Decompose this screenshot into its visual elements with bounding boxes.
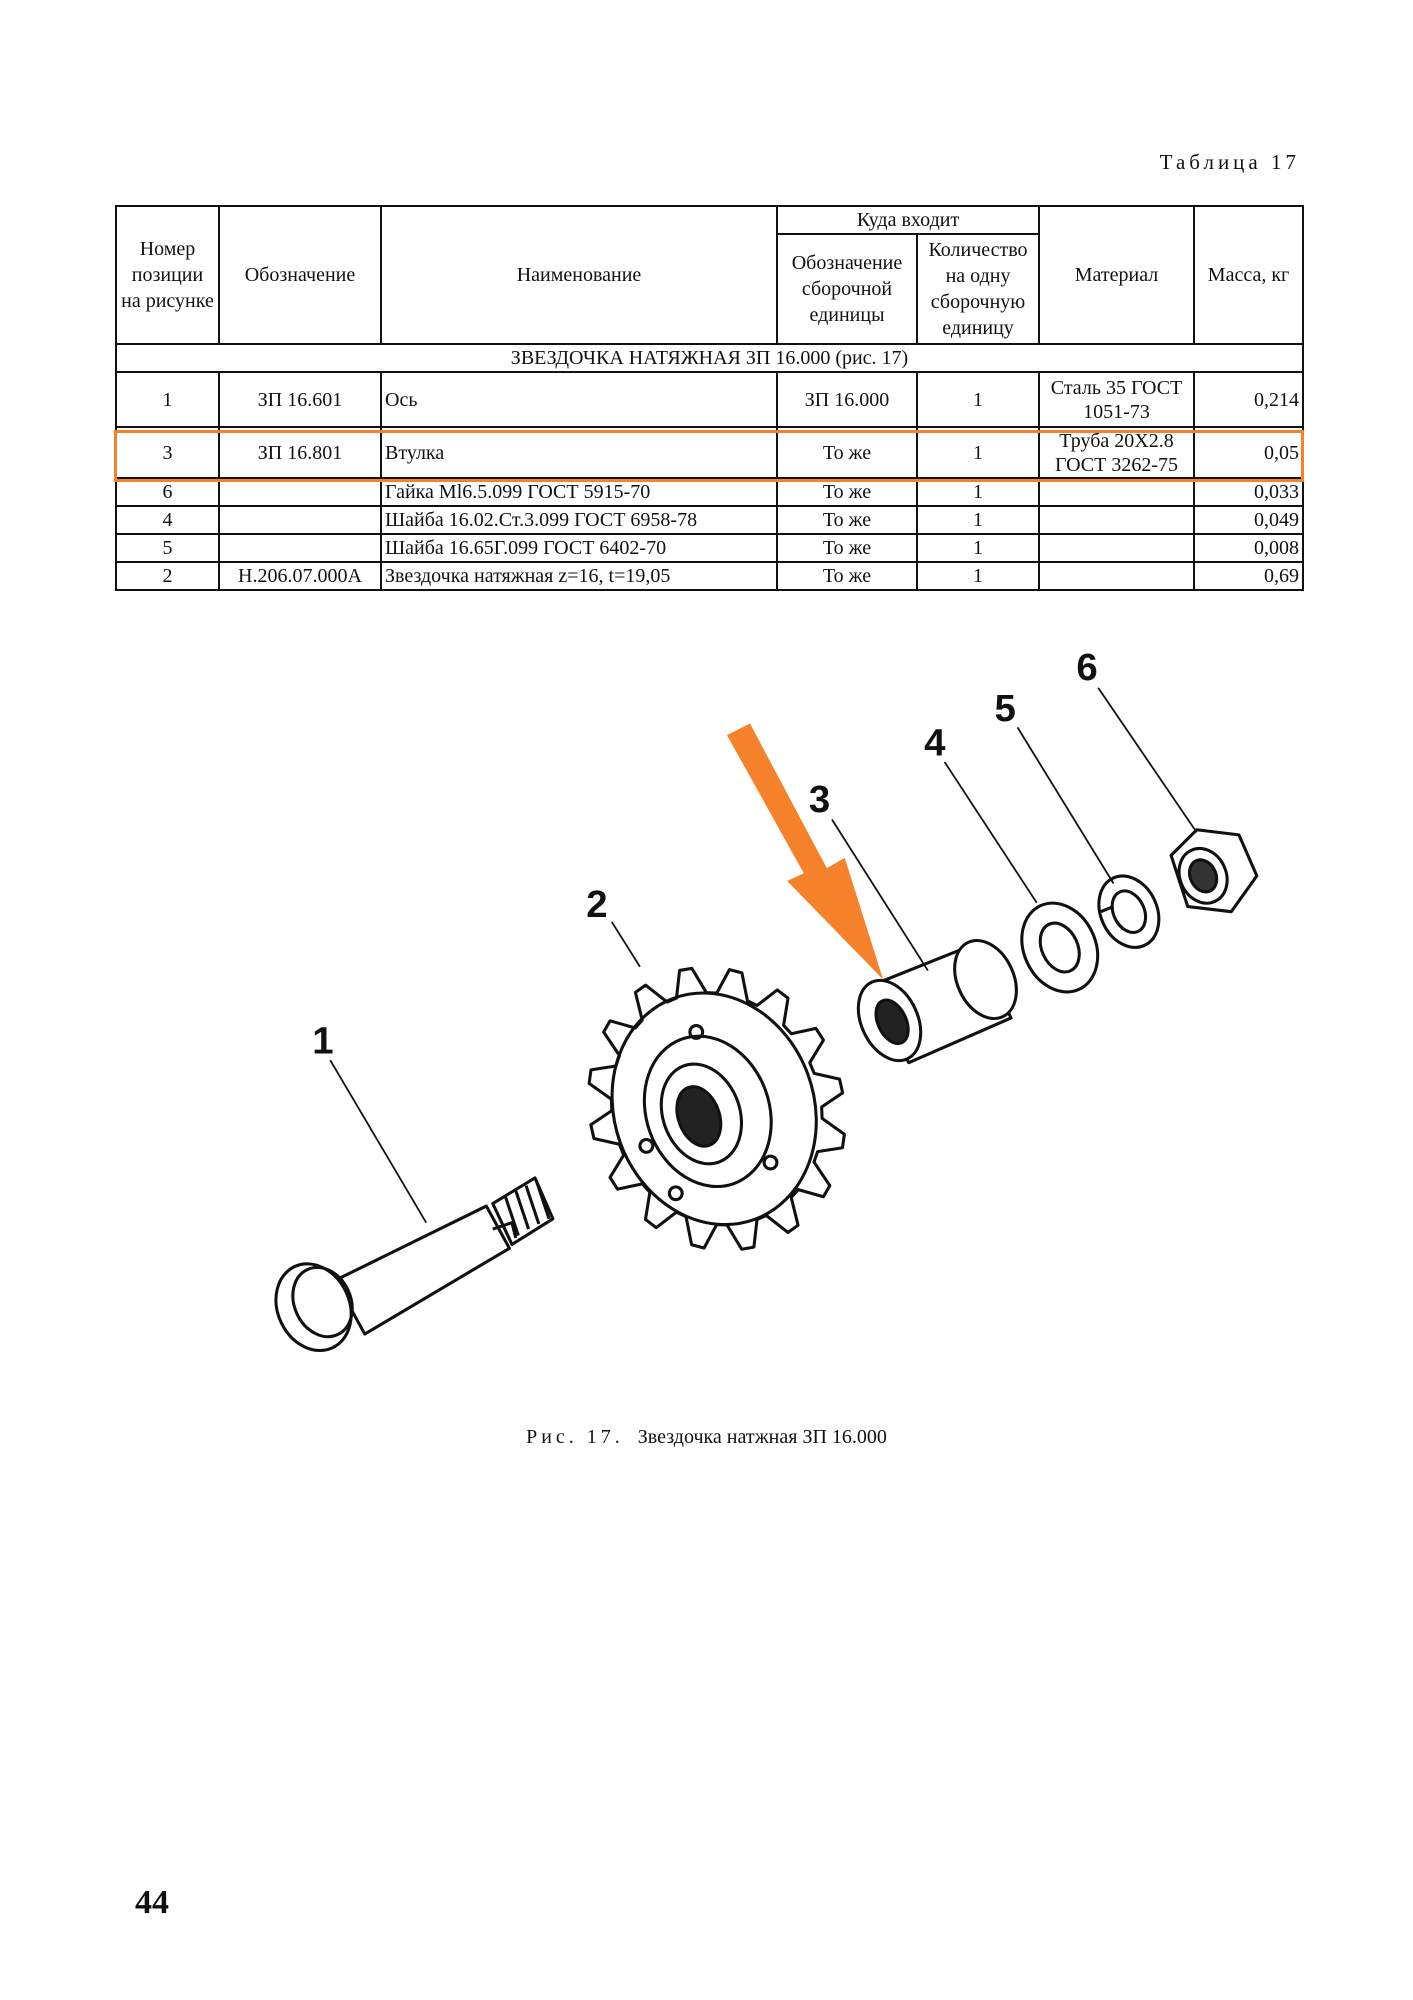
flat-washer-part <box>1020 901 1100 994</box>
cell-designation: ЗП 16.801 <box>218 426 382 479</box>
callout-6: 6 <box>1076 646 1097 689</box>
callout-1: 1 <box>312 1020 333 1063</box>
header-mass: Масса, кг <box>1193 205 1305 345</box>
sprocket-part <box>587 966 846 1251</box>
cell-name: Ось <box>380 371 778 428</box>
callout-2: 2 <box>586 883 607 926</box>
cell-name: Шайба 16.02.Ст.3.099 ГОСТ 6958-78 <box>380 505 778 535</box>
cell-position: 2 <box>115 561 220 591</box>
figure-caption-text: Звездочка натжная ЗП 16.000 <box>637 1426 887 1448</box>
cell-material <box>1038 533 1196 563</box>
header-position: Номер позиции на рисунке <box>115 205 220 345</box>
cell-designation: ЗП 16.601 <box>218 371 382 428</box>
cell-position: 1 <box>115 371 220 428</box>
cell-qty: 1 <box>915 477 1041 507</box>
cell-material: Сталь 35 ГОСТ 1051-73 <box>1038 371 1196 428</box>
cell-position: 5 <box>115 533 220 563</box>
leader-lines <box>329 687 1198 1224</box>
cell-position: 3 <box>115 426 220 479</box>
cell-designation <box>218 477 382 507</box>
figure-caption: Рис. 17. Звездочка натжная ЗП 16.000 <box>0 1426 1413 1449</box>
cell-mass: 0,033 <box>1193 477 1305 507</box>
cell-assembly: То же <box>776 505 918 535</box>
highlight-arrow <box>726 723 884 980</box>
cell-name: Звездочка натяжная z=16, t=19,05 <box>380 561 778 591</box>
cell-position: 4 <box>115 505 220 535</box>
cell-qty: 1 <box>915 426 1041 479</box>
cell-qty: 1 <box>915 505 1041 535</box>
header-name: Наименование <box>380 205 778 345</box>
callout-4: 4 <box>924 722 946 765</box>
cell-designation <box>218 505 382 535</box>
header-assembly-designation: Обозначение сборочной единицы <box>776 233 918 345</box>
cell-mass: 0,008 <box>1193 533 1305 563</box>
cell-assembly: То же <box>776 561 918 591</box>
header-material: Материал <box>1038 205 1196 345</box>
cell-assembly: ЗП 16.000 <box>776 371 918 428</box>
cell-name: Шайба 16.65Г.099 ГОСТ 6402-70 <box>380 533 778 563</box>
cell-assembly: То же <box>776 426 918 479</box>
header-designation: Обозначение <box>218 205 382 345</box>
cell-assembly: То же <box>776 533 918 563</box>
cell-designation <box>218 533 382 563</box>
cell-mass: 0,69 <box>1193 561 1305 591</box>
table-caption: Таблица 17 <box>1159 150 1300 174</box>
header-where-used: Куда входит <box>775 205 1041 235</box>
cell-qty: 1 <box>915 533 1041 563</box>
cell-mass: 0,049 <box>1193 505 1305 535</box>
section-title: ЗВЕЗДОЧКА НАТЯЖНАЯ ЗП 16.000 (рис. 17) <box>114 343 1305 373</box>
nut-part <box>1169 828 1259 914</box>
cell-material <box>1038 561 1196 591</box>
callout-5: 5 <box>994 687 1015 730</box>
cell-mass: 0,05 <box>1193 426 1305 479</box>
parts-table: Номер позиции на рисунке Обозначение Наи… <box>114 205 1305 591</box>
page-number: 44 <box>135 1884 169 1921</box>
bushing-part <box>856 939 1018 1065</box>
cell-material: Труба 20Х2.8 ГОСТ 3262-75 <box>1038 426 1196 479</box>
figure-caption-prefix: Рис. 17. <box>526 1426 624 1448</box>
cell-qty: 1 <box>915 561 1041 591</box>
axle-part <box>274 1176 555 1353</box>
cell-material <box>1038 505 1196 535</box>
spring-washer-part <box>1097 874 1161 949</box>
cell-qty: 1 <box>915 371 1041 428</box>
cell-name: Втулка <box>380 426 778 479</box>
header-qty: Количество на одну сборочную единицу <box>915 233 1041 345</box>
cell-designation: Н.206.07.000А <box>218 561 382 591</box>
cell-mass: 0,214 <box>1193 371 1305 428</box>
callout-3: 3 <box>809 778 830 821</box>
